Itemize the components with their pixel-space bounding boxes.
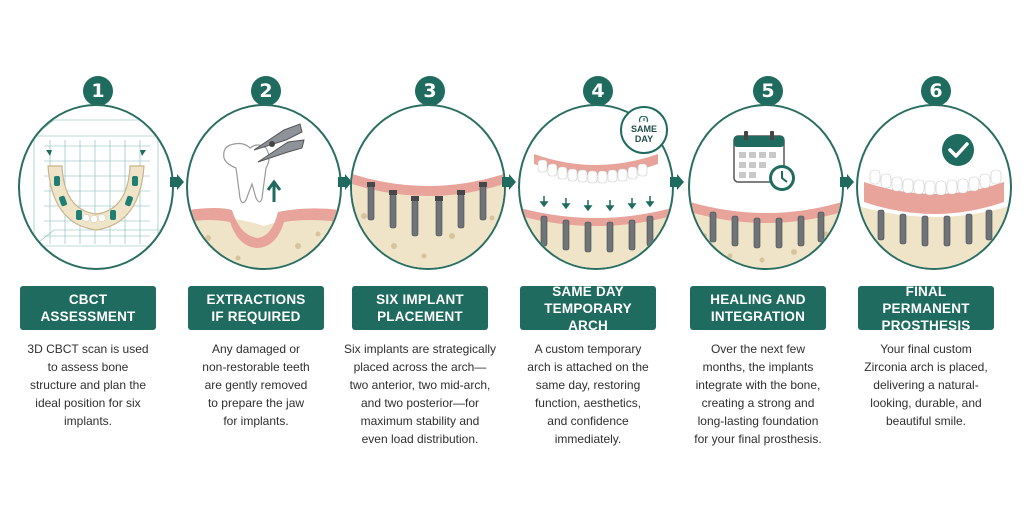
step-number-badge: 3 [415,76,445,106]
cbct-scan-icon [18,104,174,270]
calendar-clock-icon [688,104,844,270]
final-prosthesis-check-icon [856,104,1012,270]
step-number-badge: 6 [921,76,951,106]
arrow-right-icon [338,174,352,190]
step-number-badge: 2 [251,76,281,106]
temporary-arch-icon [518,104,674,270]
arrow-right-icon [840,174,854,190]
step-number-badge: 4 [583,76,613,106]
arrow-right-icon [502,174,516,190]
same-day-badge: SAME DAY [620,106,668,154]
arrow-right-icon [170,174,184,190]
extraction-forceps-icon [186,104,342,270]
clock-arrow-icon [639,116,649,123]
step-number-badge: 1 [83,76,113,106]
implants-icon [350,104,506,270]
step-number-badge: 5 [753,76,783,106]
arrow-right-icon [670,174,684,190]
